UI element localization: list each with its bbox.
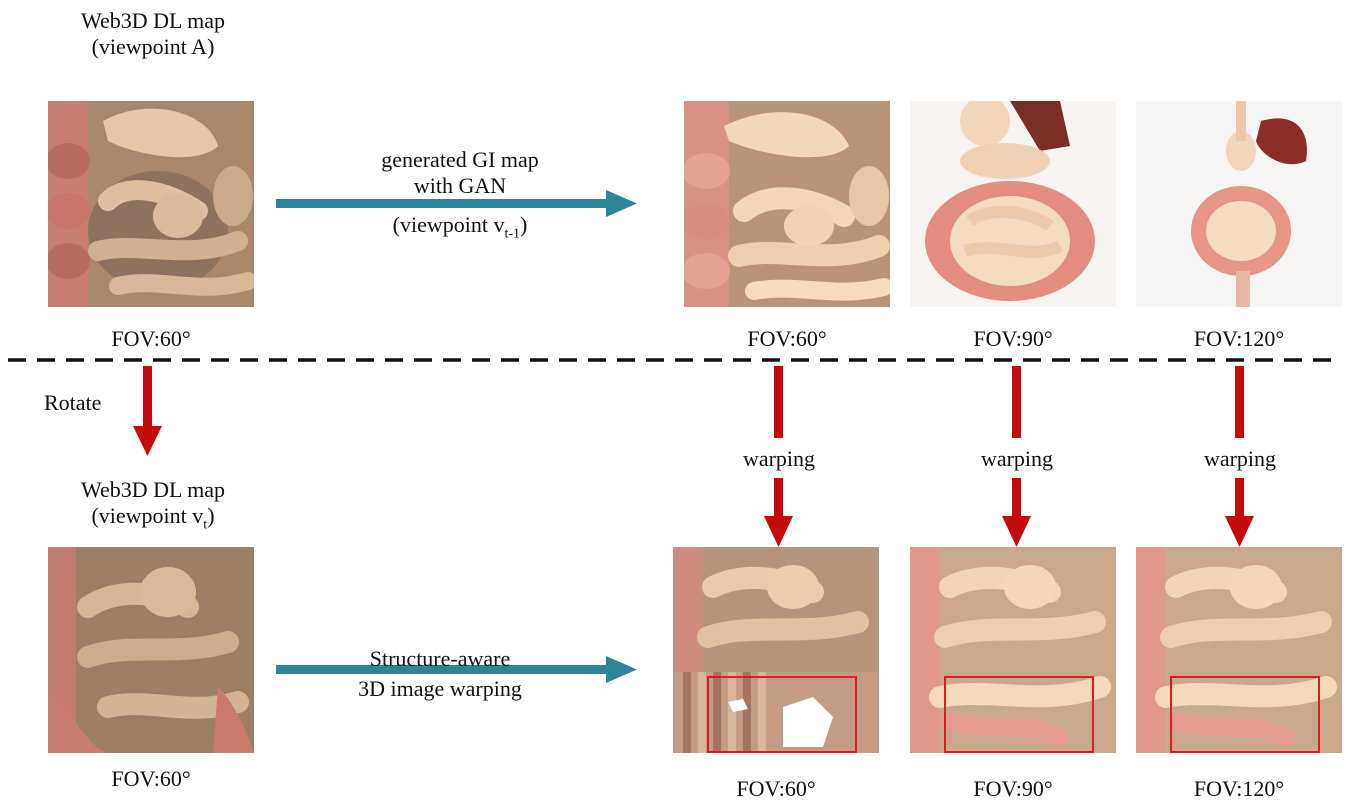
- warp-method-label: Structure-aware 3D image warping: [310, 646, 570, 702]
- warp-arrow-fov120-bottom: [1225, 478, 1254, 547]
- warp-arrow-fov60-top: [774, 366, 783, 438]
- rotate-arrow: [133, 366, 162, 456]
- bottom-fov120-label: FOV:120°: [1136, 776, 1342, 802]
- gan-viewpoint-suffix: ): [520, 212, 527, 237]
- warping-label-fov60: warping: [719, 446, 839, 472]
- bottom-left-fov: FOV:60°: [48, 766, 254, 792]
- warp-arrow-fov120-top: [1235, 366, 1244, 438]
- gi-map-fov120-image: [1136, 101, 1342, 307]
- bottom-left-viewpoint-suffix: ): [207, 503, 214, 528]
- warp-method-line2: 3D image warping: [310, 676, 570, 702]
- bottom-left-title: Web3D DL map (viewpoint vt): [48, 477, 258, 538]
- warping-label-fov90: warping: [957, 446, 1077, 472]
- top-left-title: Web3D DL map (viewpoint A): [48, 8, 258, 60]
- warp-arrow-fov90-bottom: [1002, 478, 1031, 547]
- warp-arrow-fov60-bottom: [764, 478, 793, 547]
- top-left-title-line2: (viewpoint A): [48, 34, 258, 60]
- highlight-box-fov60: [707, 676, 857, 753]
- gan-label-line1: generated GI map: [330, 147, 590, 173]
- dl-map-viewpoint-a-image: [48, 101, 254, 307]
- rotate-label: Rotate: [44, 390, 101, 416]
- warp-arrow-fov90-top: [1012, 366, 1021, 438]
- dl-map-viewpoint-vt-image: [48, 547, 254, 753]
- highlight-box-fov120: [1170, 676, 1320, 753]
- gi-map-fov90-image: [910, 101, 1116, 307]
- bottom-fov60-label: FOV:60°: [673, 776, 879, 802]
- top-left-title-line1: Web3D DL map: [48, 8, 258, 34]
- bottom-fov90-label: FOV:90°: [910, 776, 1116, 802]
- gan-viewpoint-sub: t-1: [504, 226, 520, 241]
- highlight-box-fov90: [944, 676, 1094, 753]
- gan-label-line3: (viewpoint vt-1): [330, 212, 590, 247]
- warping-label-fov120: warping: [1180, 446, 1300, 472]
- gan-viewpoint-prefix: (viewpoint v: [393, 212, 505, 237]
- gan-label: generated GI map with GAN: [330, 147, 590, 199]
- warp-method-line1: Structure-aware: [310, 646, 570, 672]
- top-fov120-label: FOV:120°: [1136, 326, 1342, 352]
- bottom-left-viewpoint-prefix: (viewpoint v: [91, 503, 203, 528]
- top-left-fov: FOV:60°: [48, 326, 254, 352]
- gan-label-line2: with GAN: [330, 173, 590, 199]
- top-fov60-label: FOV:60°: [684, 326, 890, 352]
- top-fov90-label: FOV:90°: [910, 326, 1116, 352]
- gi-map-fov60-image: [684, 101, 890, 307]
- bottom-left-title-line1: Web3D DL map: [48, 477, 258, 503]
- bottom-left-title-line2: (viewpoint vt): [48, 503, 258, 538]
